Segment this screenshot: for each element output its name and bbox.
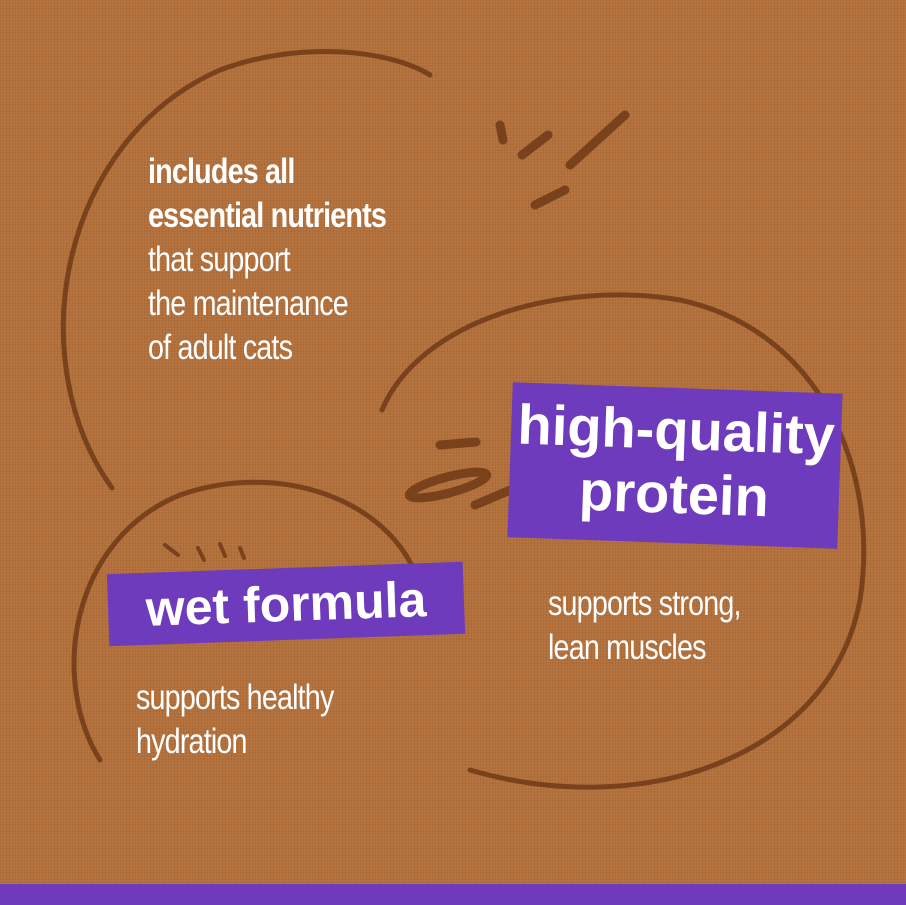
right-circle-arc xyxy=(379,292,867,790)
nutrients-line5: of adult cats xyxy=(148,328,293,367)
protein-tag: high-quality protein xyxy=(507,382,843,549)
protein-tag-line1: high-quality xyxy=(516,392,836,467)
wet-desc-line2: hydration xyxy=(136,722,248,761)
nutrients-bold-line2: essential nutrients xyxy=(148,196,387,235)
wet-formula-tag-label: wet formula xyxy=(144,571,428,637)
protein-desc: supports strong, lean muscles xyxy=(548,582,741,670)
wet-desc: supports healthy hydration xyxy=(136,676,334,764)
sparkle-marks-middle xyxy=(404,437,520,510)
nutrients-text: includes all essential nutrients that su… xyxy=(148,150,387,370)
wet-formula-tag: wet formula xyxy=(106,561,466,647)
nutrients-line4: the maintenance xyxy=(148,284,349,323)
nutrients-bold-line1: includes all xyxy=(148,152,295,191)
left-circle-arc xyxy=(71,479,421,763)
sparkle-marks-left xyxy=(163,542,246,562)
protein-desc-line2: lean muscles xyxy=(548,628,706,667)
wet-desc-line1: supports healthy xyxy=(136,678,334,717)
bottom-accent-bar xyxy=(0,884,906,905)
protein-tag-line2: protein xyxy=(578,458,770,529)
top-circle-arc xyxy=(61,49,433,491)
protein-desc-line1: supports strong, xyxy=(548,584,741,623)
nutrients-line3: that support xyxy=(148,240,291,279)
sparkle-marks-top xyxy=(495,110,630,210)
